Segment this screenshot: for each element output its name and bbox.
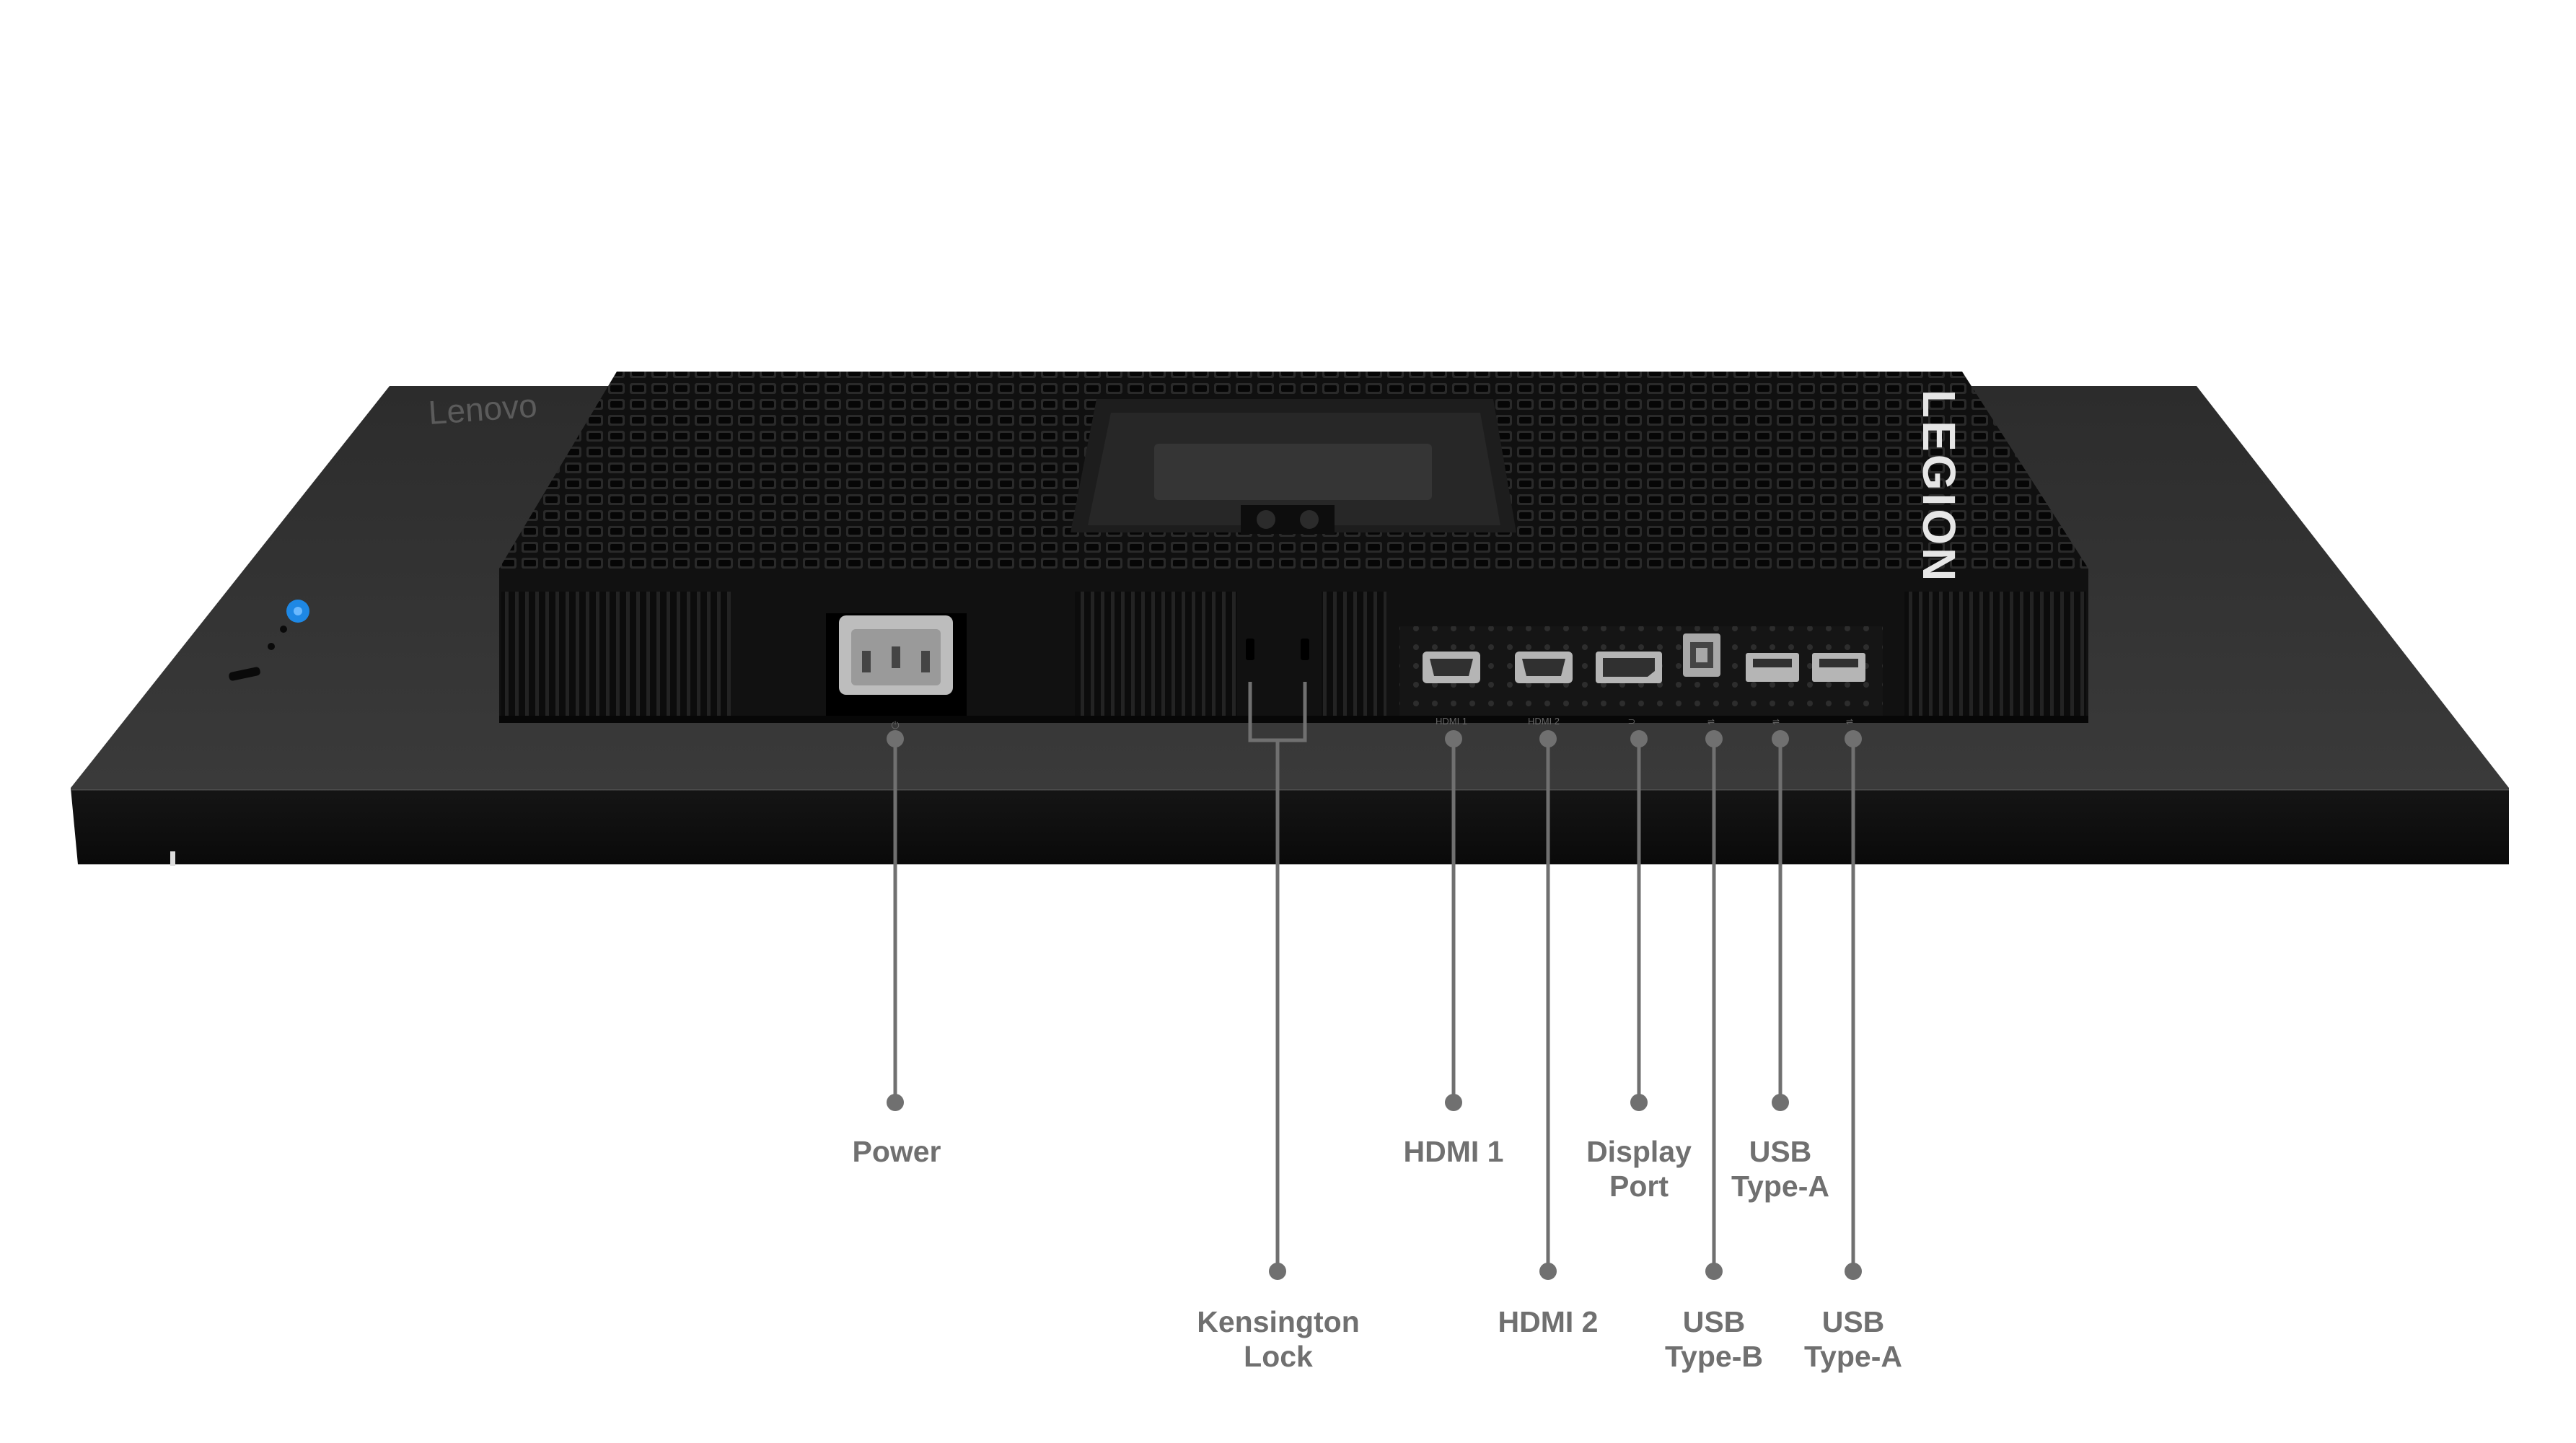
power-button-icon: [229, 667, 260, 681]
left-vent: [501, 592, 731, 716]
usb-type-b-label: USB Type-B: [1665, 1305, 1763, 1373]
power-label: Power: [852, 1135, 941, 1168]
legion-logo: LEGION: [1913, 390, 1965, 584]
center-vent-2: [1322, 592, 1386, 716]
kensington-slot: [1301, 639, 1309, 660]
lenovo-logo: Lenovo: [427, 387, 538, 431]
usb-type-a-lower-port: [1812, 653, 1865, 682]
usb-type-a-lower-label: USB Type-A: [1804, 1305, 1902, 1373]
power-led-icon: [170, 851, 175, 866]
power-symbol-icon: ⏻: [891, 720, 899, 732]
hdmi-1-label: HDMI 1: [1403, 1135, 1504, 1168]
monitor-panel-edge: [71, 788, 2509, 864]
display-port-label: Display Port: [1586, 1135, 1692, 1203]
control-dot-icon: [268, 643, 275, 650]
hdmi-1-port: [1423, 652, 1480, 683]
hdmi-1-silkscreen: HDMI 1: [1436, 716, 1467, 727]
hdmi-2-port: [1515, 652, 1573, 683]
hdmi-2-label: HDMI 2: [1498, 1305, 1599, 1338]
usb-symbol-icon: ⇌: [1846, 716, 1853, 727]
callout-leaders: [893, 682, 1855, 1271]
kensington-lock-label: Kensington Lock: [1197, 1305, 1360, 1373]
right-vent: [1904, 592, 2086, 716]
kensington-slot: [1246, 639, 1254, 660]
usb-type-a-upper-label: USB Type-A: [1731, 1135, 1829, 1203]
control-dot-icon: [280, 626, 287, 633]
usb-symbol-icon: ⇌: [1707, 716, 1715, 727]
usb-type-a-upper-port: [1746, 653, 1799, 682]
hdmi-2-silkscreen: HDMI 2: [1528, 716, 1560, 727]
usb-symbol-icon: ⇌: [1772, 716, 1780, 727]
usb-type-b-port: [1683, 633, 1720, 677]
displayport-symbol-icon: ⊃: [1628, 716, 1636, 727]
displayport-port: [1596, 652, 1662, 683]
callout-dots: [887, 730, 1862, 1280]
center-vent: [1075, 592, 1237, 716]
